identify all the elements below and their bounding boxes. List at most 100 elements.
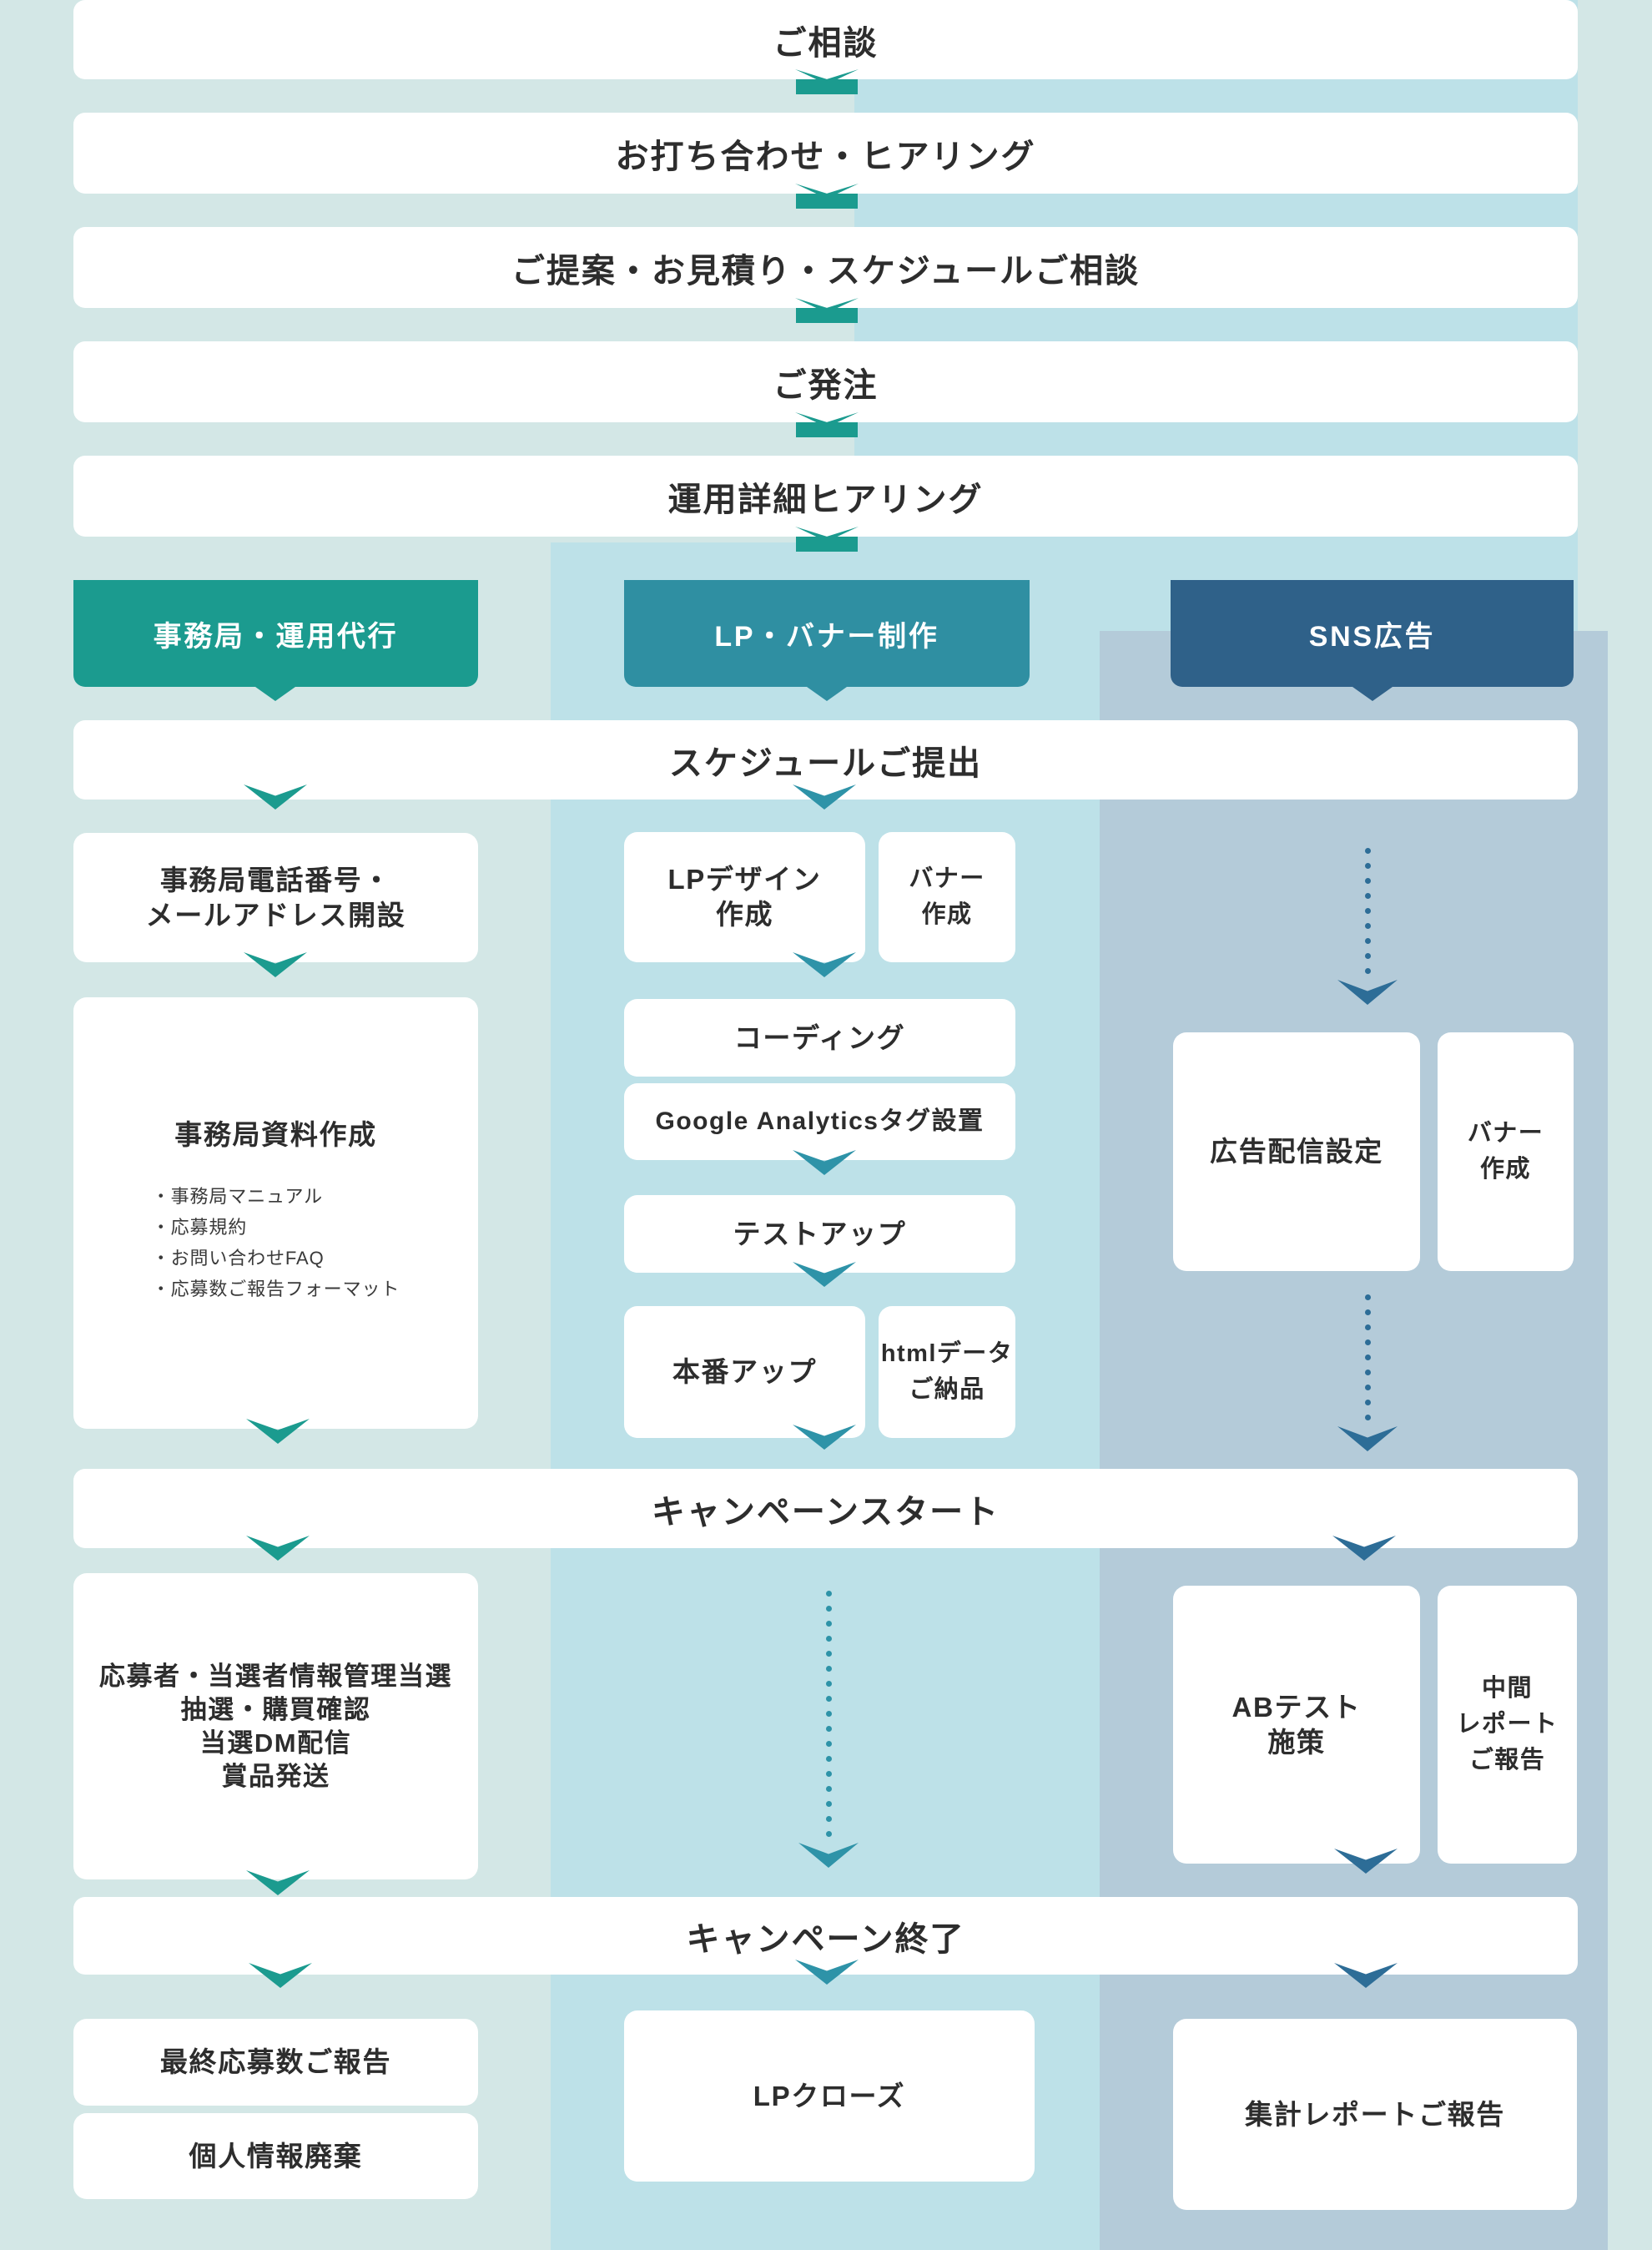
box-label: レポート xyxy=(1456,1711,1559,1738)
dotted-down-arrow-icon xyxy=(1337,843,1398,1005)
dot xyxy=(1364,1369,1371,1375)
dot xyxy=(825,1605,832,1612)
dot xyxy=(825,1800,832,1807)
milestone-label: キャンペーン終了 xyxy=(686,1920,965,1958)
step-label: お打ち合わせ・ヒアリング xyxy=(615,138,1036,175)
dot xyxy=(825,1620,832,1627)
box-lp-ga-tag: Google Analyticsタグ設置 xyxy=(624,1083,1015,1160)
box-label: バナー xyxy=(1467,1120,1544,1147)
lane-header-label: LP・バナー制作 xyxy=(714,620,939,653)
box-label: LPクローズ xyxy=(753,2080,906,2111)
step-bar-consultation: ご相談 xyxy=(73,0,1578,79)
dot xyxy=(1364,1354,1371,1360)
bullet-list: ・事務局マニュアル ・応募規約 ・お問い合わせFAQ ・応募数ご報告フォーマット xyxy=(152,1181,400,1304)
box-label: 個人情報廃棄 xyxy=(189,2140,363,2172)
box-label: 最終応募数ご報告 xyxy=(159,2046,392,2077)
box-admin-documents: 事務局資料作成 ・事務局マニュアル ・応募規約 ・お問い合わせFAQ ・応募数ご… xyxy=(73,997,478,1429)
arrow-stem xyxy=(796,308,858,323)
lane-header-label: 事務局・運用代行 xyxy=(153,620,399,653)
dot xyxy=(1364,1309,1371,1315)
box-label: テストアップ xyxy=(733,1218,907,1249)
down-arrow-icon xyxy=(795,527,859,552)
box-label: Google Analyticsタグ設置 xyxy=(655,1107,985,1135)
box-sns-ab-test: ABテスト 施策 xyxy=(1173,1586,1420,1864)
dot xyxy=(1364,1384,1371,1390)
dot xyxy=(1364,1294,1371,1300)
dot xyxy=(825,1680,832,1687)
dot xyxy=(825,1650,832,1657)
step-label: 運用詳細ヒアリング xyxy=(667,481,984,518)
box-label: 事務局電話番号・ xyxy=(159,864,392,895)
background-lane-sns xyxy=(1100,631,1608,2250)
dot xyxy=(1364,937,1371,944)
step-bar-order: ご発注 xyxy=(73,341,1578,422)
box-label: 作成 xyxy=(1480,1156,1531,1183)
bullet-item: ・お問い合わせFAQ xyxy=(151,1248,325,1269)
dot xyxy=(1364,862,1371,869)
step-label: ご提案・お見積り・スケジュールご相談 xyxy=(511,252,1141,290)
box-admin-contact: 事務局電話番号・ メールアドレス開設 xyxy=(73,833,478,962)
box-label: 広告配信設定 xyxy=(1210,1136,1383,1167)
dotted-down-arrow-icon xyxy=(798,1586,859,1868)
box-lp-design: LPデザイン 作成 xyxy=(624,832,865,962)
dot xyxy=(1364,1339,1371,1345)
box-label: 中間 xyxy=(1482,1675,1533,1702)
dot xyxy=(1364,1414,1371,1420)
dot xyxy=(1364,1399,1371,1405)
arrow-stem xyxy=(796,422,858,437)
dot xyxy=(825,1755,832,1762)
box-label: 作成 xyxy=(921,901,973,928)
dot xyxy=(1364,922,1371,929)
dot xyxy=(1364,847,1371,854)
down-arrow-icon xyxy=(795,298,859,323)
bullet-item: ・事務局マニュアル xyxy=(151,1186,324,1207)
down-arrow-icon xyxy=(795,69,859,94)
step-bar-detail-hearing: 運用詳細ヒアリング xyxy=(73,456,1578,537)
arrow-stem xyxy=(796,537,858,552)
box-label: 当選DM配信 xyxy=(199,1728,352,1758)
chevron-head xyxy=(798,1843,859,1868)
box-lp-live-up: 本番アップ xyxy=(624,1306,865,1438)
box-label: ご報告 xyxy=(1468,1747,1546,1773)
box-lp-banner: バナー 作成 xyxy=(879,832,1015,962)
down-arrow-icon xyxy=(795,184,859,209)
box-label: 集計レポートご報告 xyxy=(1245,2098,1505,2130)
chevron-head xyxy=(1337,1426,1398,1451)
box-label: 応募者・当選者情報管理当選 xyxy=(98,1661,453,1691)
box-label: 作成 xyxy=(715,899,774,930)
dot xyxy=(825,1665,832,1672)
box-label: LPデザイン xyxy=(667,864,822,895)
step-bar-schedule: スケジュールご提出 xyxy=(73,720,1578,800)
dot xyxy=(825,1785,832,1792)
milestone-label: キャンペーンスタート xyxy=(651,1493,1000,1531)
dot xyxy=(1364,967,1371,974)
step-bar-meeting: お打ち合わせ・ヒアリング xyxy=(73,113,1578,194)
dot xyxy=(825,1815,832,1822)
box-lp-close: LPクローズ xyxy=(624,2010,1035,2182)
lane-header-admin: 事務局・運用代行 xyxy=(73,580,478,687)
bullet-item: ・応募規約 xyxy=(151,1217,248,1238)
box-label: コーディング xyxy=(733,1022,906,1053)
box-label: htmlデータ xyxy=(880,1340,1014,1367)
milestone-bar-campaign-start: キャンペーンスタート xyxy=(73,1469,1578,1548)
lane-header-label: SNS広告 xyxy=(1308,620,1436,653)
box-label: 施策 xyxy=(1267,1726,1326,1758)
box-label: メールアドレス開設 xyxy=(145,899,406,931)
box-label: バナー xyxy=(909,865,985,892)
box-label: 賞品発送 xyxy=(221,1761,330,1791)
step-bar-proposal: ご提案・お見積り・スケジュールご相談 xyxy=(73,227,1578,308)
box-lp-html-delivery: htmlデータ ご納品 xyxy=(879,1306,1015,1438)
box-admin-final-count: 最終応募数ご報告 xyxy=(73,2019,478,2106)
dot xyxy=(825,1695,832,1702)
down-arrow-icon xyxy=(795,412,859,437)
lane-header-lp: LP・バナー制作 xyxy=(624,580,1030,687)
box-sns-mid-report: 中間 レポート ご報告 xyxy=(1438,1586,1577,1864)
bullet-item: ・応募数ご報告フォーマット xyxy=(151,1279,400,1299)
dot xyxy=(1364,907,1371,914)
box-title: 事務局資料作成 xyxy=(174,1119,377,1150)
lane-header-sns: SNS広告 xyxy=(1171,580,1574,687)
step-label: ご発注 xyxy=(773,366,879,404)
box-label: ABテスト xyxy=(1231,1691,1362,1723)
step-label: ご相談 xyxy=(773,24,879,62)
